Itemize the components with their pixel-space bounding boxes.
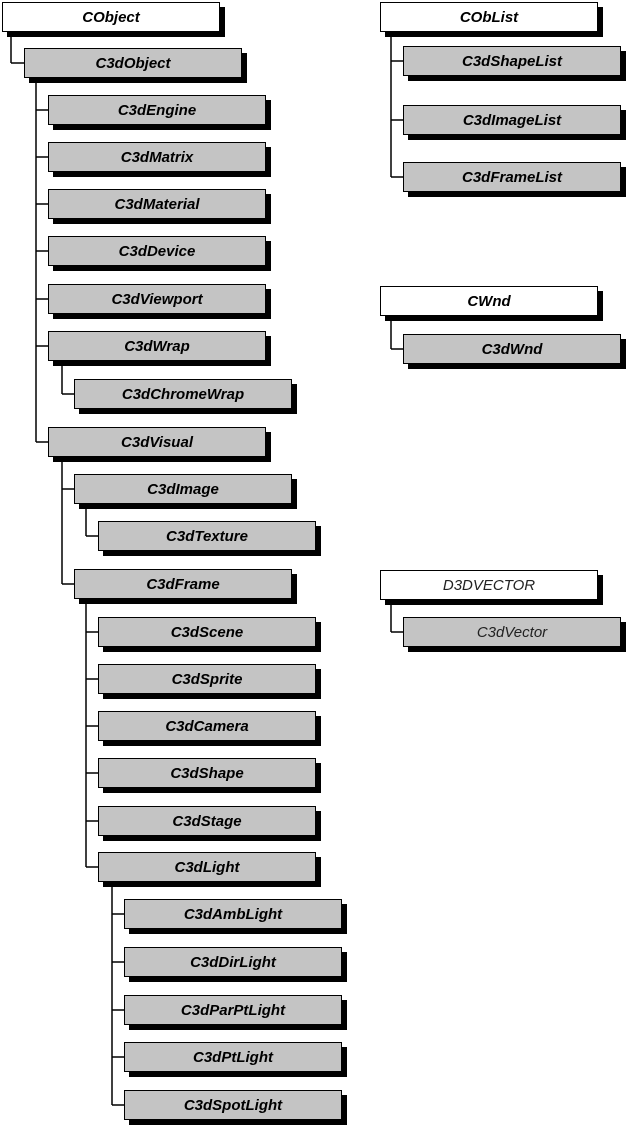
node-c3dengine: C3dEngine — [48, 95, 266, 125]
node-c3dchromewrap: C3dChromeWrap — [74, 379, 292, 409]
node-c3damblight: C3dAmbLight — [124, 899, 342, 929]
node-c3dvisual: C3dVisual — [48, 427, 266, 457]
node-c3dshape: C3dShape — [98, 758, 316, 788]
node-c3dlight: C3dLight — [98, 852, 316, 882]
node-c3dmatrix: C3dMatrix — [48, 142, 266, 172]
node-c3dspotlight: C3dSpotLight — [124, 1090, 342, 1120]
node-c3dstage: C3dStage — [98, 806, 316, 836]
node-c3dviewport: C3dViewport — [48, 284, 266, 314]
node-c3dimage: C3dImage — [74, 474, 292, 504]
node-c3dparptlight: C3dParPtLight — [124, 995, 342, 1025]
node-c3dwnd: C3dWnd — [403, 334, 621, 364]
node-c3dshapelist: C3dShapeList — [403, 46, 621, 76]
node-c3dimagelist: C3dImageList — [403, 105, 621, 135]
node-c3dcamera: C3dCamera — [98, 711, 316, 741]
node-c3dsprite: C3dSprite — [98, 664, 316, 694]
node-c3dmaterial: C3dMaterial — [48, 189, 266, 219]
node-c3dtexture: C3dTexture — [98, 521, 316, 551]
node-d3dvector: D3DVECTOR — [380, 570, 598, 600]
node-c3ddirlight: C3dDirLight — [124, 947, 342, 977]
node-c3ddevice: C3dDevice — [48, 236, 266, 266]
node-c3dframe: C3dFrame — [74, 569, 292, 599]
node-c3dvector: C3dVector — [403, 617, 621, 647]
node-c3dframelist: C3dFrameList — [403, 162, 621, 192]
node-c3dwrap: C3dWrap — [48, 331, 266, 361]
node-coblist: CObList — [380, 2, 598, 32]
node-c3dscene: C3dScene — [98, 617, 316, 647]
node-c3dptlight: C3dPtLight — [124, 1042, 342, 1072]
node-c3dobject: C3dObject — [24, 48, 242, 78]
node-cobject: CObject — [2, 2, 220, 32]
node-cwnd: CWnd — [380, 286, 598, 316]
